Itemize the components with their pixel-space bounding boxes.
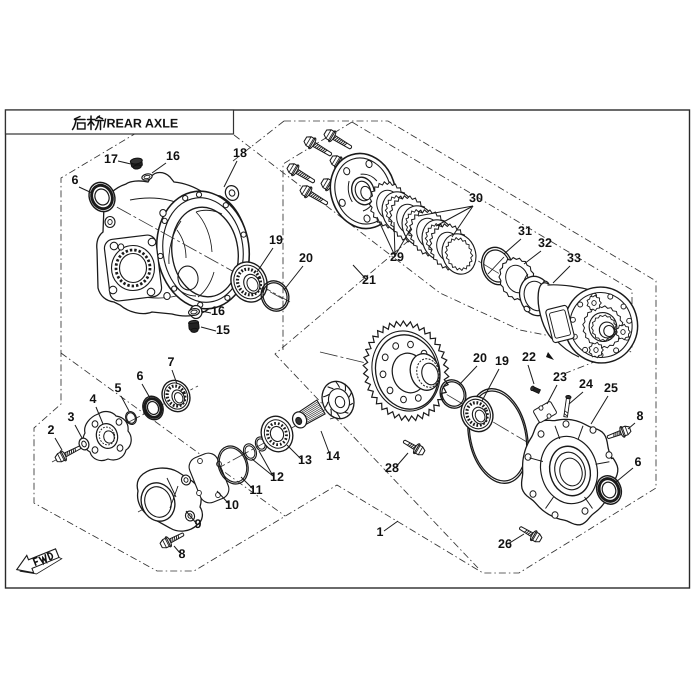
- svg-text:16: 16: [211, 304, 225, 318]
- svg-text:8: 8: [179, 547, 186, 561]
- svg-text:20: 20: [473, 351, 487, 365]
- svg-text:31: 31: [518, 224, 532, 238]
- svg-text:26: 26: [498, 537, 512, 551]
- svg-text:8: 8: [637, 409, 644, 423]
- svg-text:16: 16: [166, 149, 180, 163]
- svg-text:11: 11: [249, 483, 262, 497]
- svg-text:33: 33: [567, 251, 581, 265]
- svg-text:30: 30: [469, 191, 483, 205]
- svg-text:9: 9: [195, 517, 202, 531]
- svg-text:24: 24: [579, 377, 593, 391]
- svg-text:12: 12: [270, 470, 284, 484]
- svg-text:19: 19: [495, 354, 509, 368]
- svg-text:25: 25: [604, 381, 618, 395]
- svg-text:23: 23: [553, 370, 567, 384]
- svg-text:21: 21: [362, 273, 376, 287]
- svg-text:28: 28: [385, 461, 399, 475]
- svg-text:10: 10: [225, 498, 239, 512]
- svg-text:2: 2: [48, 423, 55, 437]
- svg-text:20: 20: [299, 251, 313, 265]
- svg-text:6: 6: [635, 455, 642, 469]
- svg-text:6: 6: [137, 369, 144, 383]
- svg-text:17: 17: [104, 152, 118, 166]
- svg-text:13: 13: [298, 453, 312, 467]
- svg-text:/REAR AXLE: /REAR AXLE: [103, 117, 178, 131]
- svg-text:4: 4: [90, 392, 97, 406]
- svg-text:6: 6: [72, 173, 79, 187]
- svg-text:15: 15: [216, 323, 230, 337]
- svg-text:1: 1: [377, 525, 384, 539]
- svg-text:7: 7: [168, 355, 175, 369]
- svg-text:3: 3: [68, 410, 75, 424]
- svg-text:18: 18: [233, 146, 247, 160]
- svg-text:22: 22: [522, 350, 536, 364]
- svg-text:19: 19: [269, 233, 283, 247]
- svg-text:32: 32: [538, 236, 552, 250]
- svg-text:5: 5: [115, 381, 122, 395]
